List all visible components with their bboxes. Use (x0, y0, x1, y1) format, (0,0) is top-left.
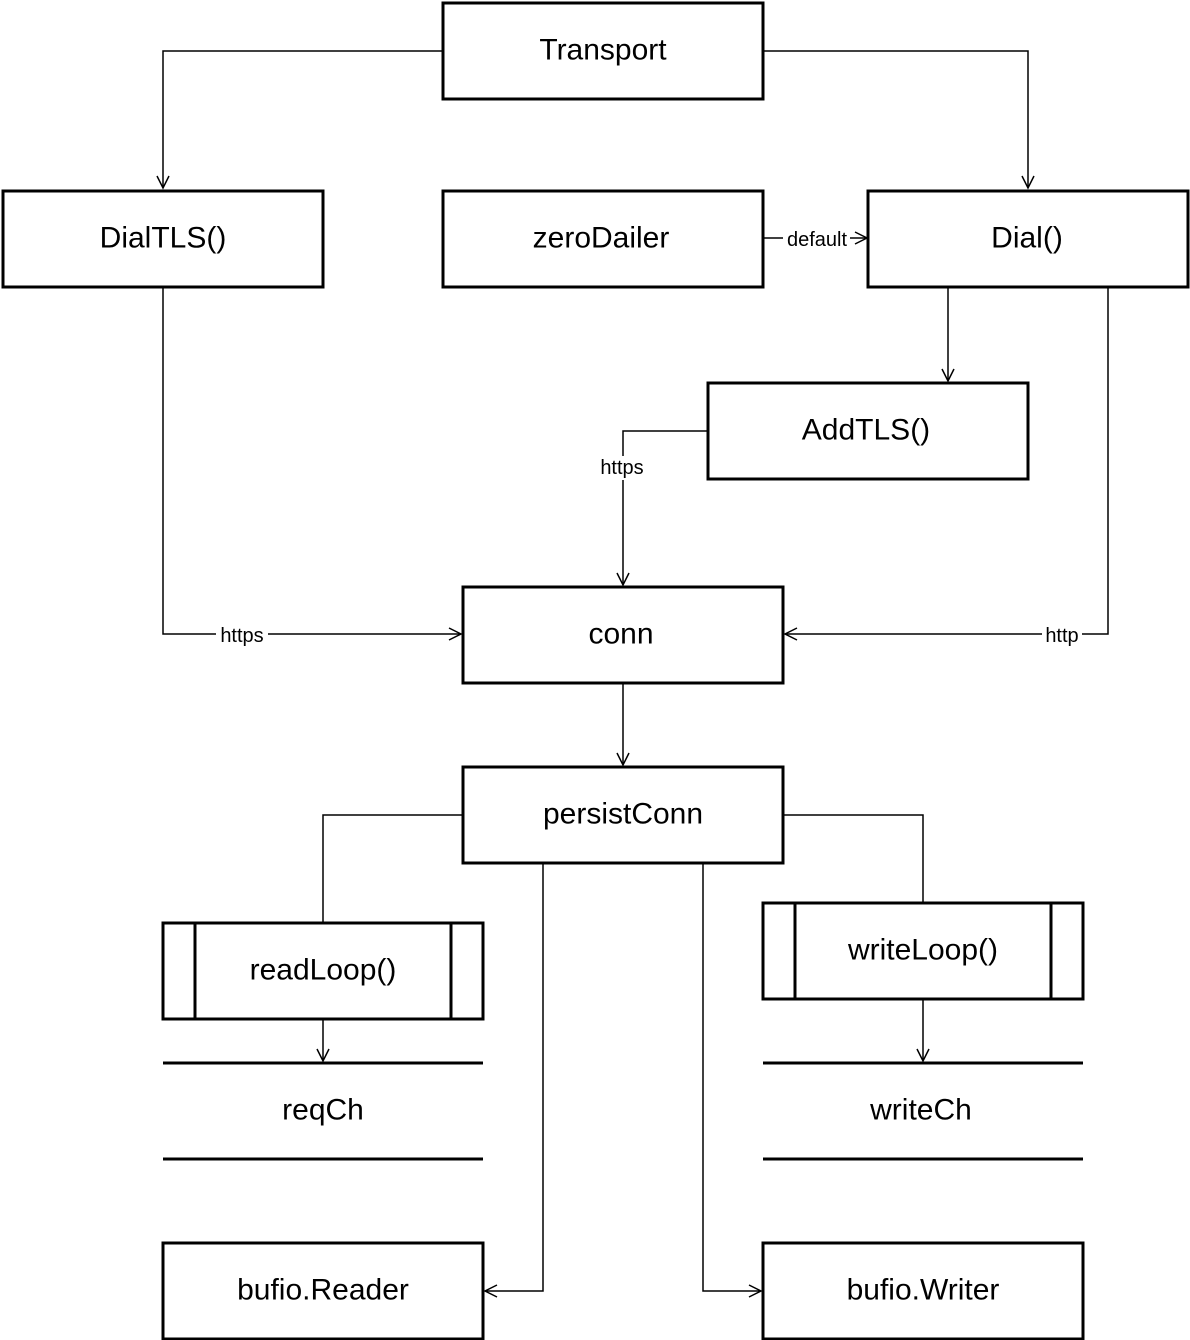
edge-persistconn-to-bufio-reader (483, 863, 544, 1298)
edge-transport-to-dialtls (156, 50, 443, 190)
node-conn-label: conn (588, 618, 653, 651)
edge-persistconn-to-bufio-writer (702, 863, 763, 1298)
edge-persistconn-to-writeloop (783, 814, 924, 903)
edge-writeloop-to-writech (916, 999, 930, 1063)
node-dial-label: Dial() (991, 222, 1063, 255)
node-reqch-label: reqCh (282, 1094, 364, 1127)
edge-dial-to-conn: http (783, 287, 1109, 648)
node-addtls-label: AddTLS() (802, 414, 930, 447)
node-persistconn: persistConn (461, 765, 785, 865)
node-zerodailer-label: zeroDailer (533, 222, 670, 255)
node-transport-label: Transport (539, 34, 667, 67)
node-writeloop-label: writeLoop() (847, 934, 998, 967)
edge-transport-to-dial (763, 50, 1035, 190)
node-conn: conn (461, 585, 785, 685)
edge-persistconn-to-readloop (322, 814, 463, 923)
node-bufio-writer: bufio.Writer (761, 1241, 1085, 1340)
edge-label-http: http (1045, 625, 1078, 647)
node-persistconn-label: persistConn (543, 798, 703, 831)
node-dialtls-label: DialTLS() (100, 222, 227, 255)
node-addtls: AddTLS() (706, 381, 1030, 481)
node-reqch: reqCh (163, 1061, 483, 1161)
edge-label-https-addtls: https (600, 457, 643, 479)
edge-label-https-dialtls: https (220, 625, 263, 647)
edge-label-default: default (787, 229, 847, 251)
node-writech-label: writeCh (869, 1094, 972, 1127)
edge-dialtls-to-conn: https (162, 287, 463, 648)
edge-zerodailer-to-dial: default (763, 227, 869, 251)
node-bufio-reader-label: bufio.Reader (237, 1274, 409, 1307)
edge-addtls-to-conn: https (597, 430, 708, 587)
node-dial: Dial() (866, 189, 1190, 289)
node-writeloop: writeLoop() (761, 901, 1085, 1001)
edge-dial-to-addtls (941, 287, 955, 383)
node-readloop-label: readLoop() (250, 954, 397, 987)
edge-conn-to-persistconn (616, 683, 630, 767)
node-zerodailer: zeroDailer (441, 189, 765, 289)
edge-readloop-to-reqch (316, 1019, 330, 1063)
node-bufio-reader: bufio.Reader (161, 1241, 485, 1340)
node-writech: writeCh (763, 1061, 1083, 1161)
node-readloop: readLoop() (161, 921, 485, 1021)
node-dialtls: DialTLS() (1, 189, 325, 289)
node-transport: Transport (441, 1, 765, 101)
node-bufio-writer-label: bufio.Writer (847, 1274, 1000, 1307)
